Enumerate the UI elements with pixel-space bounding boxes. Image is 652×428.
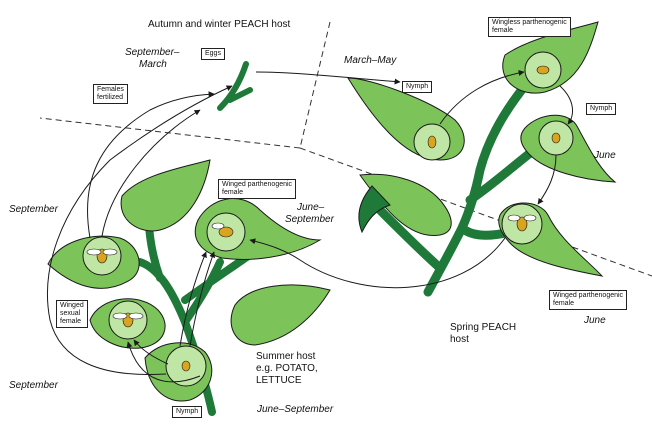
females-fertilized-box: Females fertilized (93, 84, 128, 104)
sep-march-label-2: March (139, 59, 167, 70)
summer-host-label-2: e.g. POTATO, (256, 363, 318, 374)
aphid-icon (427, 135, 437, 149)
june-sep-mid-label-2: September (285, 214, 334, 225)
june-sep-mid-label-1: June– (297, 202, 325, 213)
autumn-host-label: Autumn and winter PEACH host (148, 19, 291, 30)
winged-sexual-3: female (60, 318, 82, 325)
summer-leaf-2 (120, 159, 211, 232)
arrow-wingless-to-nymph (559, 85, 574, 125)
arrow-winged-loop-bottom (47, 85, 233, 376)
winged-parth-right-1: Winged parthenogenic (553, 292, 624, 299)
winged-parth-right-2: female (553, 300, 575, 307)
winged-parth-right-box: Winged parthenogenic female (549, 290, 628, 310)
egg-twig (217, 61, 253, 111)
winged-parth-left-box: Winged parthenogenic female (218, 179, 297, 199)
nymph-right-box: Nymph (586, 103, 617, 115)
winged-sexual-box: Winged sexual female (56, 300, 88, 328)
arrow-sexual-up (101, 109, 201, 237)
winged-parth-left-2: female (222, 189, 244, 196)
june-right-label: June (594, 150, 616, 161)
arrow-eggs-to-spring (255, 71, 401, 85)
wing-icon (102, 248, 118, 256)
wing-icon (112, 312, 128, 320)
summer-host-label-3: LETTUCE (256, 375, 302, 386)
wing-icon (523, 214, 537, 222)
september-left-label: September (9, 204, 58, 215)
summer-leaf-6 (230, 284, 331, 346)
summer-host-label-1: Summer host (256, 351, 316, 362)
arrow-nymph-to-winged (537, 154, 557, 205)
nymph-top-box: Nymph (402, 81, 433, 93)
spring-stem (375, 77, 561, 297)
wingless-female-box: Wingless parthenogenic female (488, 17, 571, 37)
september-bottom-label: September (9, 380, 58, 391)
aphid-icon (551, 132, 561, 144)
sep-march-label-1: September– (125, 47, 180, 58)
wing-icon (86, 248, 102, 256)
aphid-wings (86, 214, 537, 320)
arrow-nymph-in (126, 341, 201, 383)
spring-curled-leaf (358, 185, 391, 234)
arrow-summer-nymph-to-winged-2 (179, 251, 207, 347)
june-bottom-right-label: June (584, 315, 606, 326)
aphid-icon (516, 216, 528, 232)
eggs-box: Eggs (201, 48, 225, 60)
aphid-icon (181, 360, 191, 372)
aphid-icon (536, 65, 550, 75)
fertilized-label: fertilized (97, 94, 124, 101)
march-may-label: March–May (344, 55, 397, 66)
arrow-winged-up (87, 91, 215, 239)
divider-lines (39, 21, 652, 277)
winged-sexual-1: Winged (60, 302, 84, 309)
arrow-summer-nymph-to-winged (189, 251, 216, 347)
winged-parth-left-1: Winged parthenogenic (222, 181, 293, 188)
spring-leaf-5 (359, 173, 452, 237)
cycle-arrows (47, 69, 574, 383)
wingless-label-2: female (492, 27, 514, 34)
wing-icon (507, 214, 521, 222)
arrow-spring-to-summer (249, 237, 506, 289)
nymph-bottom-box: Nymph (172, 406, 203, 418)
arrow-nymph-to-wingless (439, 69, 525, 125)
females-label: Females (97, 86, 124, 93)
arrow-summer-to-sexual (133, 339, 169, 365)
june-sep-bottom-label: June–September (257, 404, 334, 415)
wingless-label-1: Wingless parthenogenic (492, 19, 567, 26)
spring-host-label-2: host (450, 334, 469, 345)
wing-icon (128, 312, 144, 320)
winged-sexual-2: sexual (60, 310, 81, 317)
aphid-icon (218, 226, 234, 238)
spring-host-label-1: Spring PEACH (450, 322, 517, 333)
wing-icon (211, 222, 225, 230)
